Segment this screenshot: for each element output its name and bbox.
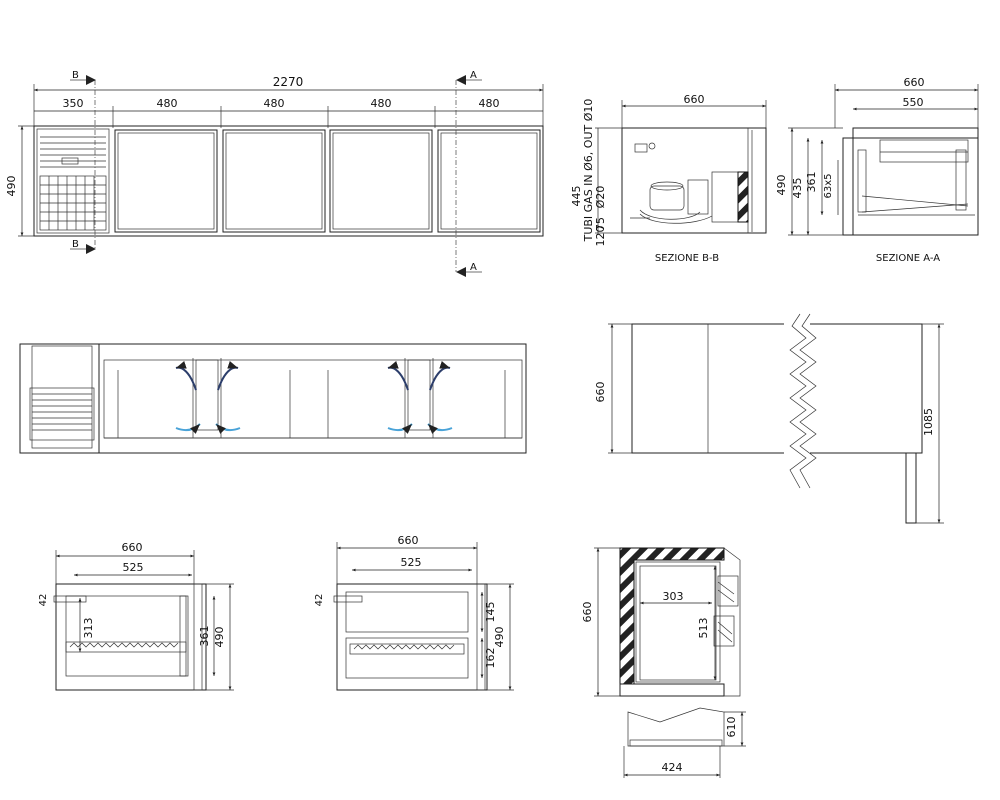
- lower-drawer: [345, 637, 469, 679]
- side-depth-label: 660: [594, 382, 607, 403]
- air-flow-arrows: [175, 361, 453, 434]
- leg: [905, 452, 917, 524]
- section-marker-a-top: A: [456, 70, 482, 85]
- drawer2-height-145: 145: [484, 602, 497, 623]
- plan-depth-label: 660: [581, 602, 594, 623]
- section-bb-height: 445: [570, 186, 583, 207]
- front-view: 2270 350 480 480 480 480 490: [5, 70, 544, 277]
- section-marker-a-bottom: A: [456, 262, 482, 277]
- pipe-label-gas: TUBI GAS IN Ø6, OUT Ø10: [582, 99, 595, 243]
- evaporator-left: [195, 359, 219, 431]
- svg-text:B: B: [72, 239, 79, 250]
- plan-inner-depth: 513: [697, 618, 710, 639]
- section-marker-b-top: B: [70, 70, 96, 85]
- drawer1-inner-height: 313: [82, 618, 95, 639]
- pipe-label-drain: Ø20: [594, 186, 607, 209]
- section-aa-height-490: 490: [775, 175, 788, 196]
- section-bb-dim-75: 75: [594, 217, 607, 231]
- section-aa-rail-label: 63x5: [823, 173, 834, 198]
- drawer2-edge: 42: [314, 594, 325, 607]
- section-bb-dim-120: 120: [594, 226, 607, 247]
- overall-width-label: 2270: [273, 75, 304, 89]
- svg-text:A: A: [470, 262, 477, 273]
- front-height-label: 490: [5, 176, 18, 197]
- svg-text:B: B: [72, 70, 79, 81]
- drawer-view-1: 660 525 42 313 361 490: [38, 541, 234, 691]
- section-bb-view: 660 445 TUBI GAS IN Ø6, OUT Ø10 Ø20 75 1…: [570, 93, 767, 264]
- section-width-1: 350: [63, 97, 84, 110]
- plan-base-height: 610: [725, 717, 738, 738]
- condenser: [29, 387, 95, 441]
- section-bb-title: SEZIONE B-B: [655, 253, 719, 264]
- section-width-5: 480: [479, 97, 500, 110]
- section-aa-view: 660 550 490 435 361 63x5 SEZIONE A-A: [775, 76, 979, 264]
- side-view: 660 1085: [594, 313, 944, 524]
- drawer1-height-490: 490: [213, 627, 226, 648]
- drawer2-outer-width: 660: [398, 534, 419, 547]
- drawer-view-2: 660 525 42 145 162 490: [314, 534, 514, 691]
- drawer1-inner-width: 525: [123, 561, 144, 574]
- compressor-unit: [630, 171, 749, 224]
- drawer1-height-361: 361: [198, 626, 211, 647]
- section-width-2: 480: [157, 97, 178, 110]
- section-width-4: 480: [371, 97, 392, 110]
- compressor-louvres: [40, 136, 106, 168]
- door-3: [329, 129, 433, 233]
- section-width-3: 480: [264, 97, 285, 110]
- upper-drawer: [345, 591, 469, 633]
- section-marker-b-bottom: B: [70, 239, 96, 254]
- side-height-label: 1085: [922, 408, 935, 436]
- plan-detail-view: 660 303 513 610 424: [581, 547, 746, 778]
- evaporator-right: [407, 359, 431, 431]
- drawer2-inner-width: 525: [401, 556, 422, 569]
- drawer1-handle: [53, 595, 87, 603]
- section-aa-height-361: 361: [805, 172, 818, 193]
- drawer1-outer-width: 660: [122, 541, 143, 554]
- drawer2-height-162: 162: [484, 648, 497, 669]
- section-aa-outer-width: 660: [904, 76, 925, 89]
- plan-view-airflow: [19, 343, 527, 454]
- door-1: [114, 129, 218, 233]
- door-2: [222, 129, 326, 233]
- svg-text:A: A: [470, 70, 477, 81]
- section-aa-title: SEZIONE A-A: [876, 253, 940, 264]
- section-bb-width: 660: [684, 93, 705, 106]
- plan-inner-width: 303: [663, 590, 684, 603]
- section-aa-height-435: 435: [791, 178, 804, 199]
- drawer2-height-490: 490: [493, 627, 506, 648]
- drawer1-edge: 42: [38, 594, 49, 607]
- door-4: [437, 129, 541, 233]
- plan-base-width: 424: [662, 761, 683, 774]
- section-aa-inner-width: 550: [903, 96, 924, 109]
